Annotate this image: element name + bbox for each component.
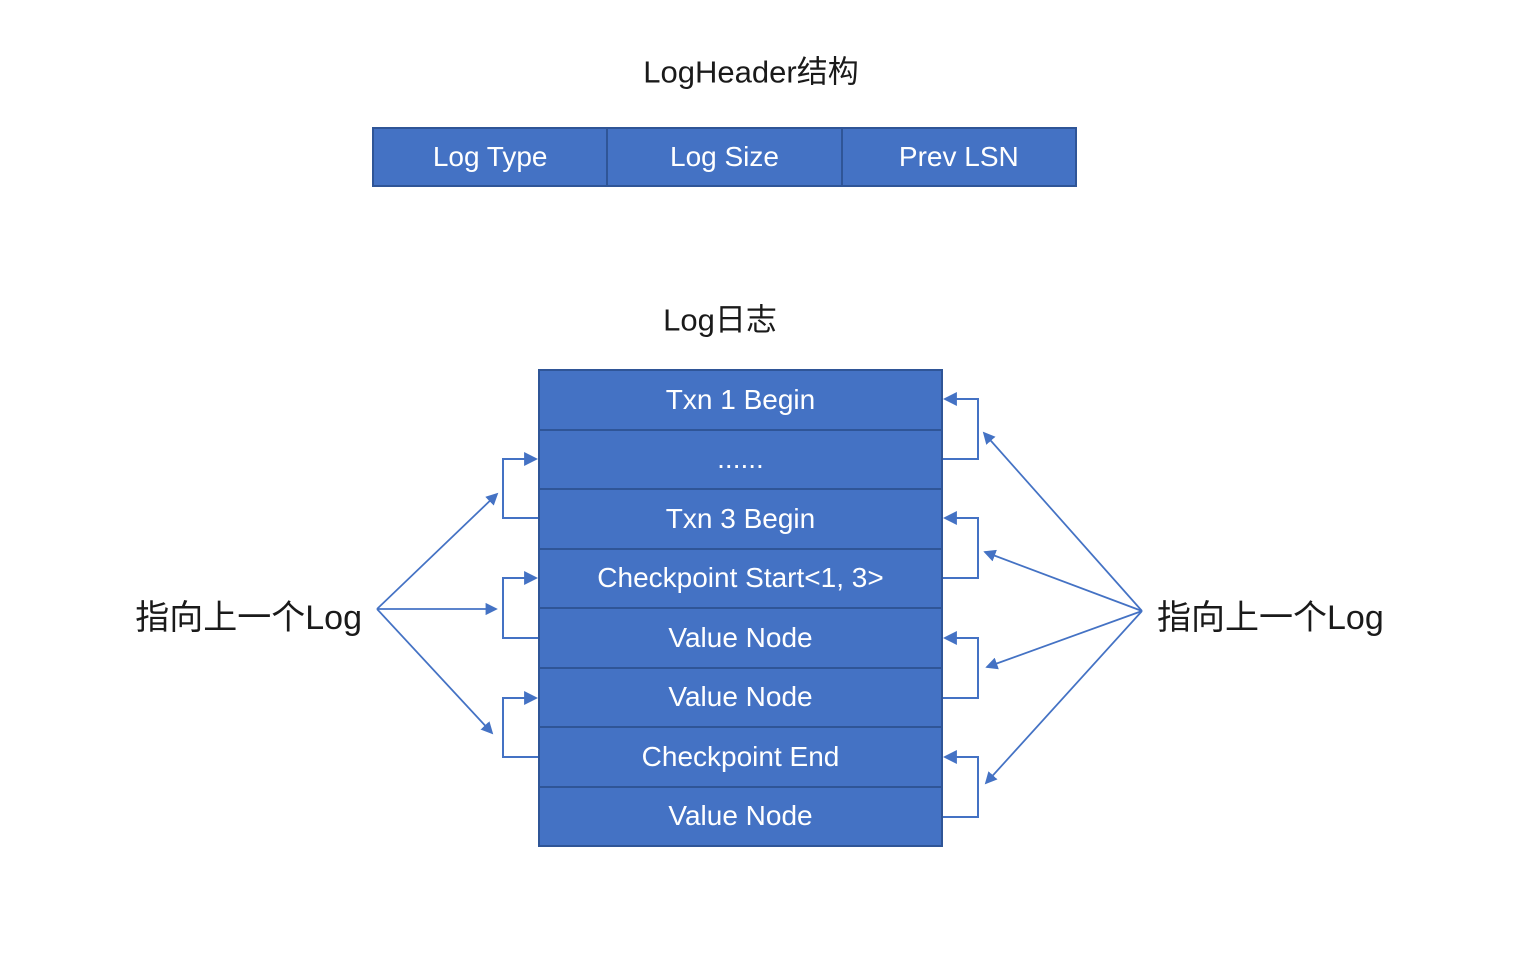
left-pointer-label: 指向上一个Log	[135, 599, 362, 637]
left-fan-arrow-1	[376, 492, 499, 610]
log-row-value-node-3: Value Node	[540, 785, 941, 845]
right-fan-arrow-1	[982, 431, 1143, 612]
left-fan-arrow-3	[376, 608, 494, 735]
prev-link-ckptend-to-valuenode2	[502, 691, 539, 758]
logheader-title: LogHeader结构	[643, 54, 859, 90]
prev-link-dots-to-txn1	[942, 392, 979, 460]
right-fan-arrow-4	[984, 610, 1143, 785]
log-row-txn3-begin: Txn 3 Begin	[540, 488, 941, 548]
log-row-checkpoint-start: Checkpoint Start<1, 3>	[540, 547, 941, 607]
log-row-value-node-1: Value Node	[540, 607, 941, 667]
field-prev-lsn: Prev LSN	[840, 129, 1075, 185]
field-log-type: Log Type	[374, 129, 607, 185]
prev-link-valuenode1-to-ckptstart	[502, 571, 539, 639]
right-fan-arrow-2	[983, 549, 1143, 612]
log-stack: Txn 1 Begin ...... Txn 3 Begin Checkpoin…	[538, 369, 943, 847]
log-row-txn1-begin: Txn 1 Begin	[540, 371, 941, 429]
right-fan-arrow-3	[985, 610, 1143, 670]
log-title: Log日志	[663, 302, 777, 338]
prev-link-valuenode3-to-ckptend	[942, 750, 979, 818]
prev-link-ckptstart-to-txn3	[942, 511, 979, 579]
log-row-ellipsis: ......	[540, 428, 941, 488]
right-pointer-label: 指向上一个Log	[1157, 599, 1384, 637]
log-row-checkpoint-end: Checkpoint End	[540, 726, 941, 786]
prev-link-valuenode2-to-valuenode1	[942, 631, 979, 699]
prev-link-txn3-to-dots	[502, 452, 539, 519]
logheader-table: Log Type Log Size Prev LSN	[372, 127, 1077, 187]
log-row-value-node-2: Value Node	[540, 666, 941, 726]
field-log-size: Log Size	[606, 129, 841, 185]
